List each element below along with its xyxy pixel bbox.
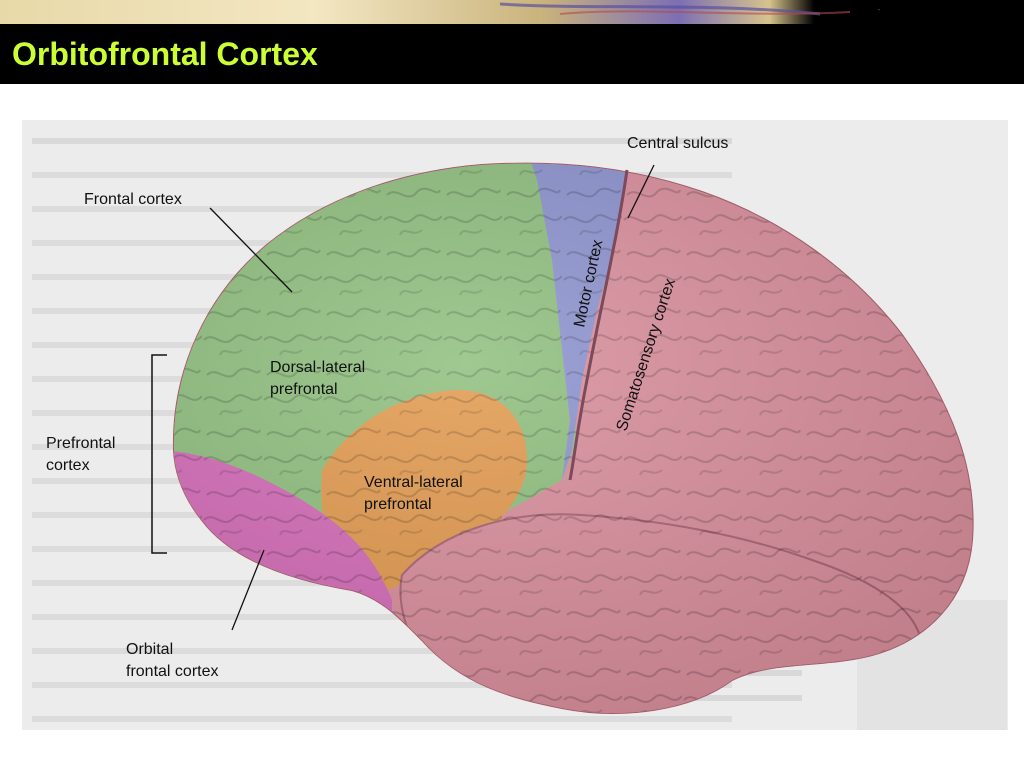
label-dorsal-lateral-1: Dorsal-lateral: [270, 359, 365, 376]
label-ventral-lateral-2: prefrontal: [364, 496, 432, 513]
decorative-banner: [0, 0, 1024, 24]
label-prefrontal-1: Prefrontal: [46, 435, 115, 452]
brain-diagram: Central sulcus Frontal cortex Motor cort…: [22, 120, 1008, 730]
label-frontal-cortex: Frontal cortex: [84, 191, 182, 208]
central-sulcus-line: [568, 169, 629, 481]
orbital-frontal-pointer: [231, 549, 265, 631]
label-dorsal-lateral-2: prefrontal: [270, 381, 338, 398]
title-bar: Orbitofrontal Cortex: [0, 24, 1024, 84]
frontal-cortex-pointer: [209, 207, 293, 293]
prefrontal-bracket: [151, 354, 167, 554]
label-ventral-lateral-1: Ventral-lateral: [364, 474, 463, 491]
slide-title: Orbitofrontal Cortex: [12, 36, 318, 72]
brain-figure: Central sulcus Frontal cortex Motor cort…: [22, 120, 1008, 730]
label-prefrontal-2: cortex: [46, 457, 90, 474]
label-orbital-1: Orbital: [126, 641, 173, 658]
banner-graphic: [0, 0, 920, 24]
label-central-sulcus: Central sulcus: [627, 135, 728, 152]
central-sulcus-pointer: [627, 164, 655, 219]
label-orbital-2: frontal cortex: [126, 663, 218, 680]
